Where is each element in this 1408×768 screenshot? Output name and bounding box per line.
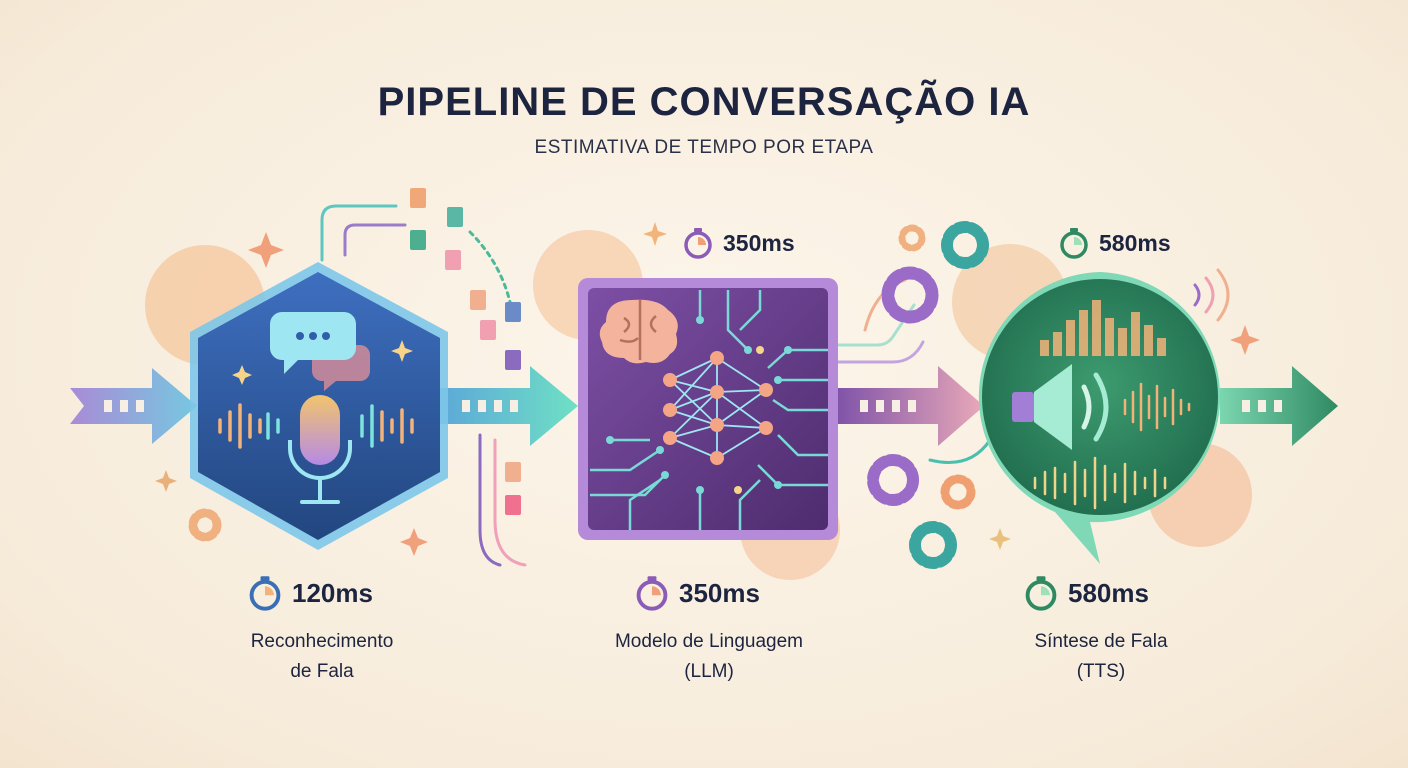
llm-label: Modelo de Linguagem (LLM) (559, 627, 859, 687)
stopwatch-icon (1025, 576, 1057, 611)
page-title: PIPELINE DE CONVERSAÇÃO IA (377, 80, 1031, 124)
brain-icon (599, 299, 678, 364)
asr-label-line-2: de Fala (290, 661, 354, 682)
asr-label-line-1: Reconhecimento (250, 631, 394, 652)
tts-label-line-2: (TTS) (1076, 661, 1126, 682)
tts-time-top: 580ms (1057, 226, 1171, 260)
microphone-icon (288, 395, 352, 504)
asr-label: Reconhecimento de Fala (172, 627, 472, 687)
stopwatch-icon (249, 576, 281, 611)
tts-time-value: 580ms (1068, 577, 1149, 608)
speaker-icon (1012, 364, 1109, 450)
llm-time: 350ms (633, 574, 760, 612)
stage-llm-card (578, 278, 838, 540)
stopwatch-icon (1060, 228, 1088, 259)
tts-time: 580ms (1022, 574, 1149, 612)
llm-time-top: 350ms (681, 226, 795, 260)
llm-time-top-value: 350ms (723, 229, 795, 256)
tts-label-line-1: Síntese de Fala (1034, 631, 1168, 652)
stage-asr-card (190, 262, 448, 550)
llm-time-value: 350ms (679, 577, 760, 608)
llm-label-line-1: Modelo de Linguagem (614, 631, 804, 652)
stage-tts-card (978, 268, 1230, 564)
tts-label: Síntese de Fala (TTS) (951, 627, 1251, 687)
stopwatch-icon (684, 228, 712, 259)
asr-time-value: 120ms (292, 577, 373, 608)
asr-time: 120ms (246, 574, 373, 612)
llm-label-line-2: (LLM) (684, 661, 734, 682)
tts-time-top-value: 580ms (1099, 229, 1171, 256)
page-subtitle: ESTIMATIVA DE TEMPO POR ETAPA (534, 137, 874, 158)
stopwatch-icon (636, 576, 668, 611)
